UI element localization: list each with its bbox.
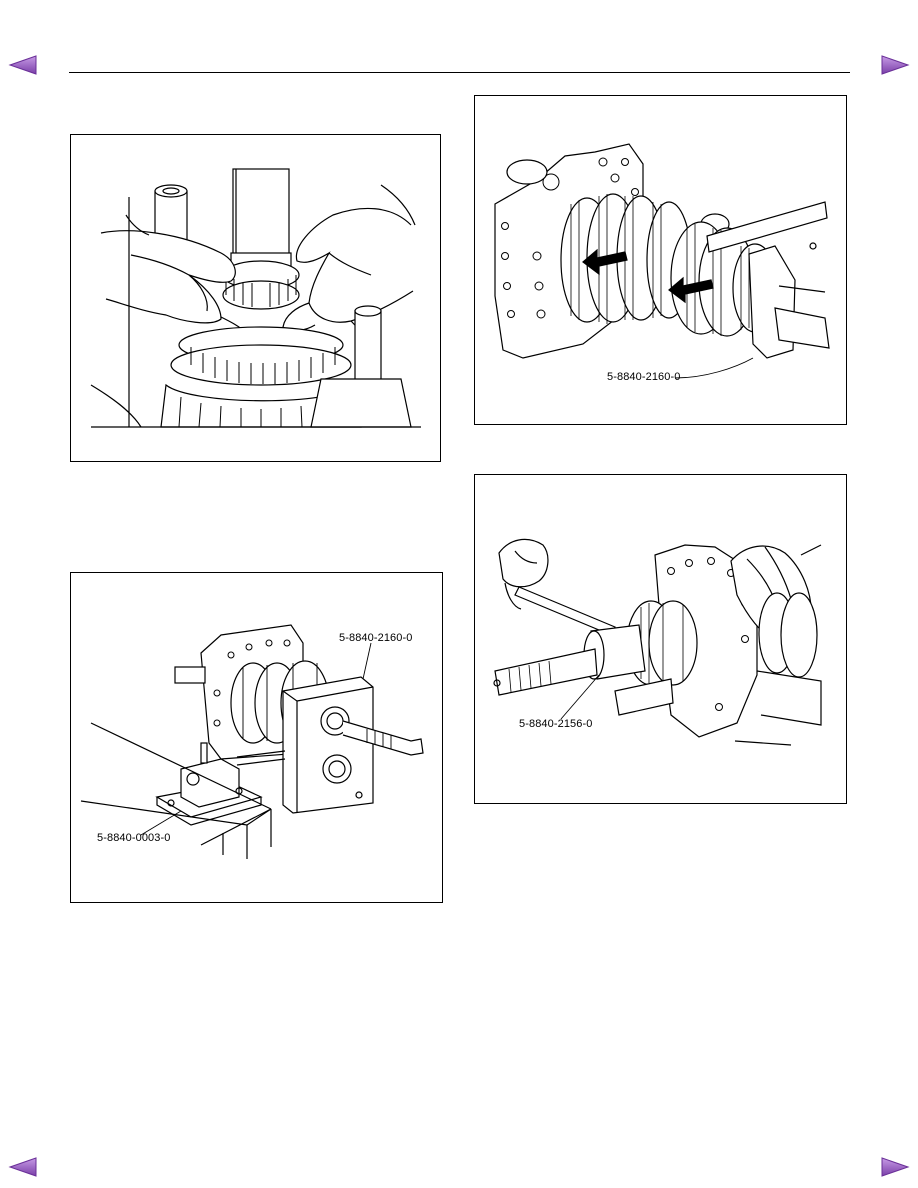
callout-special-tool-installer: 5-8840-2156-0 [519,718,593,730]
callout-special-tool-puller: 5-8840-2160-0 [339,632,413,644]
next-page-icon[interactable] [880,1156,910,1178]
figure-bearing-installation [70,134,441,462]
callout-special-tool-puller: 5-8840-2160-0 [607,371,681,383]
figure-vise-and-puller: 5-8840-2160-0 5-8840-0003-0 [70,572,443,903]
bearing-installation-illustration [90,168,421,428]
callout-special-tool-vise: 5-8840-0003-0 [97,832,171,844]
previous-page-icon[interactable] [8,1156,38,1178]
figure-gear-removal: 5-8840-2160-0 [474,95,847,425]
previous-page-icon[interactable] [8,54,38,76]
next-page-icon[interactable] [880,54,910,76]
gear-removal-illustration [494,143,830,359]
vise-and-puller-illustration [80,624,424,859]
installer-tool-illustration [493,538,822,746]
header-rule [69,72,850,73]
figure-installer-tool: 5-8840-2156-0 [474,474,847,804]
